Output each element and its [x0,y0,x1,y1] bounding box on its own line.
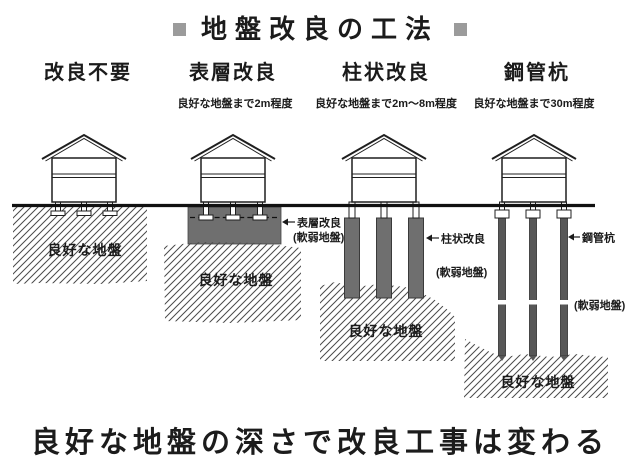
callout-label: 鋼管杭 [581,231,615,245]
title-square-left-icon [172,22,186,36]
pile-break-marks [497,300,569,305]
surface-improvement-callout: 表層改良 (軟弱地盤) [282,216,345,244]
arrow-left-icon [282,218,288,226]
columnar-improvement-callout: 柱状改良 (軟弱地盤) [426,232,488,279]
steel-pipe-pile-callout: 鋼管杭 (軟弱地盤) [568,231,626,312]
column-subtitle-columnar-improvement: 良好な地盤まで2m〜8m程度 [315,98,457,110]
callout-label: 柱状改良 [441,232,485,246]
title-square-right-icon [454,22,467,36]
callout-note: (軟弱地盤) [293,230,345,244]
good-ground-hatch [464,339,608,398]
good-ground-label: 良好な地盤 [199,272,274,288]
footer-slogan: 良好な地盤の深さで改良工事は変わる [30,427,609,459]
house-icon [190,134,276,203]
callout-label: 表層改良 [296,216,341,230]
no-improvement-diagram: 良好な地盤 [13,201,147,284]
steel-piles [497,217,569,361]
arrow-left-icon [568,233,574,241]
column-subtitle-steel-pipe-pile: 良好な地盤まで30m程度 [473,98,595,110]
column-header-columnar-improvement: 柱状改良 [342,62,430,84]
arrow-left-icon [426,234,432,242]
column-header-steel-pipe-pile: 鋼管杭 [504,62,570,84]
good-ground-hatch [164,242,301,323]
callout-note: (軟弱地盤) [574,298,626,312]
column-header-no-improvement: 改良不要 [44,62,132,84]
good-ground-hatch [13,207,147,284]
house-icon [341,134,427,203]
column-subtitle-surface-improvement: 良好な地盤まで2m程度 [177,98,293,110]
good-ground-label: 良好な地盤 [349,323,424,339]
good-ground-label: 良好な地盤 [501,374,576,390]
good-ground-label: 良好な地盤 [48,242,123,258]
surface-improvement-diagram: 表層改良 (軟弱地盤) 良好な地盤 [164,201,345,323]
column-header-surface-improvement: 表層改良 [189,62,277,84]
house-icon [41,134,127,203]
title-text: 地盤改良の工法 [200,14,439,44]
columnar-improvement-diagram: 柱状改良 (軟弱地盤) 良好な地盤 [320,201,488,361]
house-icon [491,134,577,203]
page-title: 地盤改良の工法 [0,12,640,46]
steel-pipe-pile-diagram: 鋼管杭 (軟弱地盤) 良好な地盤 [464,201,626,398]
improvement-columns [344,217,424,299]
good-ground-hatch [320,282,455,361]
callout-note: (軟弱地盤) [436,265,488,279]
